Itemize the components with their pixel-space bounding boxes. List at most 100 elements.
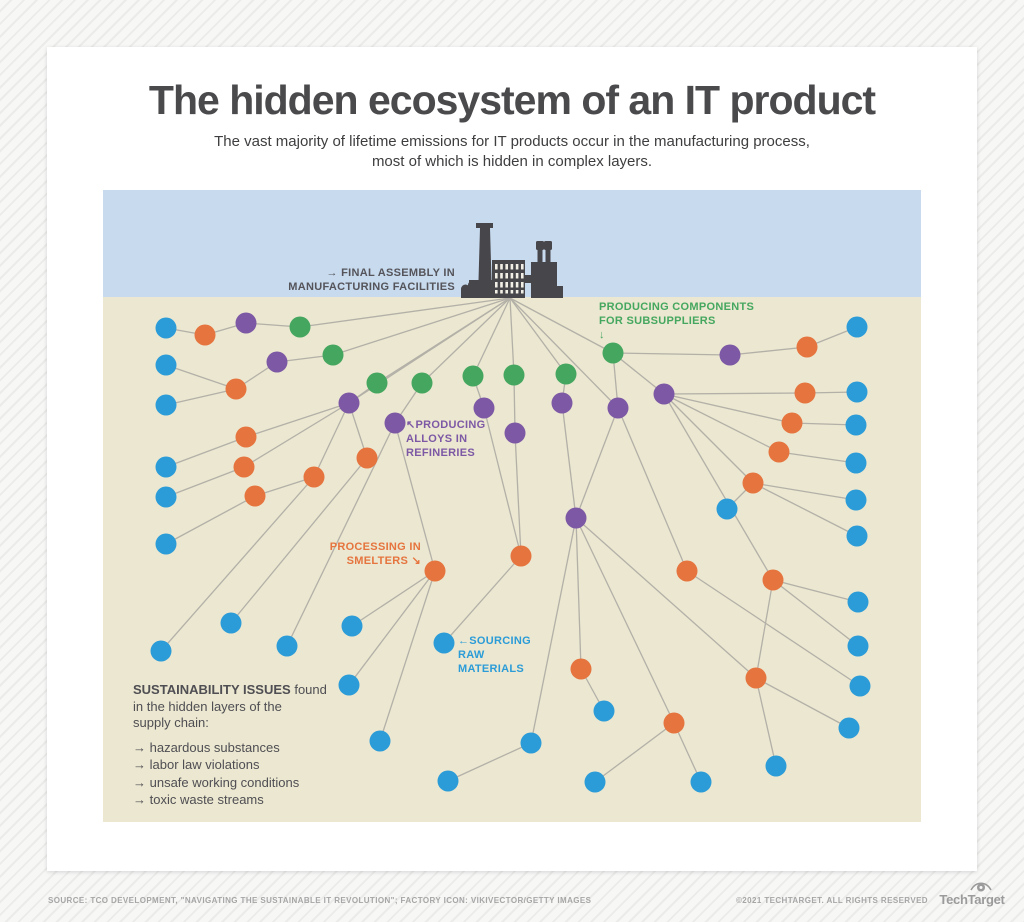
supply-node-blue bbox=[155, 533, 177, 555]
supply-node-blue bbox=[845, 414, 867, 436]
factory-window bbox=[505, 290, 508, 294]
supply-node-orange bbox=[570, 658, 592, 680]
supply-node-green bbox=[503, 364, 525, 386]
list-item: → hazardous substances bbox=[133, 739, 280, 755]
supply-edge bbox=[755, 579, 774, 679]
supply-edge bbox=[673, 722, 702, 783]
supply-edge bbox=[772, 579, 859, 647]
label-sourcing-raw: ←SOURCING RAW MATERIALS bbox=[458, 635, 531, 675]
supply-node-blue bbox=[845, 489, 867, 511]
supply-node-blue bbox=[847, 591, 869, 613]
supply-edge bbox=[755, 677, 777, 767]
supply-node-purple bbox=[235, 312, 257, 334]
supply-node-blue bbox=[276, 635, 298, 657]
supply-edge bbox=[575, 517, 675, 724]
supply-node-orange bbox=[194, 324, 216, 346]
supply-node-blue bbox=[716, 498, 738, 520]
supply-node-blue bbox=[690, 771, 712, 793]
label-final-assembly: → FINAL ASSEMBLY IN MANUFACTURING FACILI… bbox=[288, 267, 455, 293]
supply-node-blue bbox=[433, 632, 455, 654]
supply-node-blue bbox=[849, 675, 871, 697]
supply-chain-diagram: → FINAL ASSEMBLY IN MANUFACTURING FACILI… bbox=[103, 190, 921, 822]
supply-edge bbox=[165, 466, 245, 498]
supply-edge bbox=[379, 570, 436, 742]
supply-edge bbox=[729, 346, 808, 356]
factory-window bbox=[505, 273, 508, 279]
supply-node-blue bbox=[846, 316, 868, 338]
factory-window bbox=[510, 273, 514, 279]
supply-node-blue bbox=[584, 771, 606, 793]
supply-node-blue bbox=[220, 612, 242, 634]
supply-edge bbox=[348, 570, 436, 686]
supply-edge bbox=[299, 297, 511, 328]
supply-node-blue bbox=[155, 486, 177, 508]
factory-window bbox=[495, 264, 498, 270]
supply-edge bbox=[594, 722, 675, 783]
supply-node-blue bbox=[155, 456, 177, 478]
supply-node-blue bbox=[150, 640, 172, 662]
factory-window bbox=[495, 273, 498, 279]
supply-edge bbox=[509, 297, 515, 376]
footer-copyright: ©2021 TECHTARGET. ALL RIGHTS RESERVED bbox=[736, 896, 928, 905]
supply-edge bbox=[663, 393, 780, 453]
supply-node-green bbox=[462, 365, 484, 387]
factory-window bbox=[505, 264, 508, 270]
supply-node-purple bbox=[719, 344, 741, 366]
supply-edge bbox=[160, 476, 315, 652]
supply-node-orange bbox=[768, 441, 790, 463]
supply-edge bbox=[663, 393, 754, 484]
supply-node-purple bbox=[384, 412, 406, 434]
sustainability-note: SUSTAINABILITY ISSUES found in the hidde… bbox=[133, 682, 343, 810]
supply-node-purple bbox=[551, 392, 573, 414]
supply-edge bbox=[617, 407, 688, 572]
supply-edge bbox=[509, 297, 619, 409]
factory-window bbox=[510, 282, 514, 288]
factory-window bbox=[500, 273, 503, 279]
supply-node-purple bbox=[607, 397, 629, 419]
supply-edge bbox=[772, 579, 859, 603]
supply-node-purple bbox=[266, 351, 288, 373]
supply-edge bbox=[509, 297, 614, 354]
supply-edge bbox=[472, 297, 511, 377]
factory-window bbox=[515, 282, 519, 288]
factory-window bbox=[500, 264, 503, 270]
factory-icon bbox=[461, 223, 563, 298]
sustainability-heading: SUSTAINABILITY ISSUES bbox=[133, 682, 291, 697]
supply-edge bbox=[243, 402, 350, 468]
supply-node-blue bbox=[338, 674, 360, 696]
supply-node-orange bbox=[356, 447, 378, 469]
supply-node-orange bbox=[303, 466, 325, 488]
label-producing-alloys: ↖PRODUCING ALLOYS IN REFINERIES bbox=[406, 419, 486, 459]
supply-node-blue bbox=[437, 770, 459, 792]
supply-edge bbox=[778, 451, 857, 464]
supply-edge bbox=[612, 352, 665, 395]
supply-node-green bbox=[411, 372, 433, 394]
supply-node-green bbox=[322, 344, 344, 366]
supply-node-purple bbox=[653, 383, 675, 405]
supply-edge bbox=[752, 482, 857, 501]
supply-edge bbox=[509, 297, 567, 375]
page-title: The hidden ecosystem of an IT product bbox=[148, 77, 876, 123]
supply-edge bbox=[561, 402, 577, 519]
footer-source: SOURCE: TCO DEVELOPMENT, "NAVIGATING THE… bbox=[48, 896, 592, 905]
supply-node-green bbox=[366, 372, 388, 394]
supply-edge bbox=[165, 436, 247, 468]
label-producing-components: PRODUCING COMPONENTS FOR SUBSUPPLIERS ↓ bbox=[599, 301, 755, 341]
factory-window bbox=[521, 273, 524, 279]
sustainability-list: → hazardous substances → labor law viola… bbox=[133, 740, 343, 809]
supply-edge bbox=[351, 570, 436, 627]
factory-window bbox=[510, 290, 514, 294]
factory-window bbox=[515, 273, 519, 279]
supply-node-orange bbox=[676, 560, 698, 582]
supply-edge bbox=[165, 388, 237, 406]
page-subtitle: The vast majority of lifetime emissions … bbox=[214, 133, 810, 170]
supply-node-green bbox=[555, 363, 577, 385]
supply-node-orange bbox=[235, 426, 257, 448]
supply-node-purple bbox=[565, 507, 587, 529]
supply-node-blue bbox=[845, 452, 867, 474]
list-item: → toxic waste streams bbox=[133, 792, 264, 807]
supply-edge bbox=[530, 517, 577, 744]
supply-node-orange bbox=[225, 378, 247, 400]
supply-node-blue bbox=[846, 381, 868, 403]
supply-node-orange bbox=[663, 712, 685, 734]
